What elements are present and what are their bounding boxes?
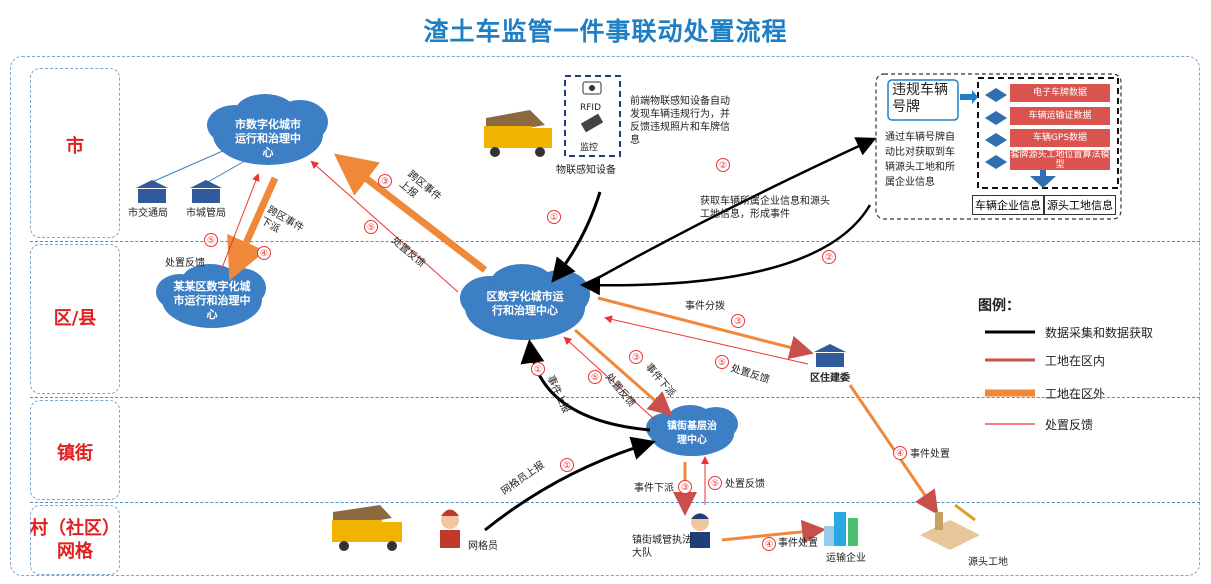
- legend-item: 工地在区内: [1045, 354, 1106, 368]
- acquire-description: 获取车辆所属企业信息和源头工地信息，形成事件: [700, 196, 830, 220]
- feedback-label: 处置反馈: [725, 479, 765, 490]
- level-box-city: [30, 68, 120, 238]
- urban-bureau-label: 市城管局: [186, 208, 226, 219]
- camera-icon: [580, 113, 604, 133]
- transport-company-label: 运输企业: [826, 553, 866, 564]
- dump-truck-icon: [484, 110, 552, 157]
- construction-site-icon: [920, 503, 980, 550]
- rfid-icon: [582, 81, 602, 95]
- info-cell: 车辆企业信息: [972, 195, 1044, 215]
- city-center-cloud: [207, 94, 328, 165]
- data-item: 车辆运输证数据: [1010, 107, 1110, 125]
- step-marker: ②: [716, 158, 730, 172]
- step-marker: ⑤: [364, 220, 378, 234]
- iot-device-frame: [564, 75, 621, 157]
- level-label-district: 区/县: [53, 308, 97, 329]
- step-marker: ⑤: [588, 370, 602, 384]
- grid-worker-label: 网格员: [468, 541, 498, 552]
- step-marker: ②: [822, 250, 836, 264]
- plate-description: 通过车辆号牌自动比对获取到车辆源头工地和所属企业信息: [885, 132, 955, 188]
- data-icon: [985, 88, 1007, 169]
- dump-truck-icon: [332, 505, 402, 551]
- rfid-label: RFID: [580, 103, 602, 113]
- step-marker: ⑤: [204, 233, 218, 247]
- bureau-building-icon: [136, 180, 168, 203]
- level-box-town: [30, 400, 120, 500]
- step-marker: ③: [378, 174, 392, 188]
- step-marker: ⑤: [708, 476, 722, 490]
- level-divider: [30, 397, 1200, 398]
- district-center-label: 区数字化城市运行和治理中心: [486, 290, 564, 317]
- some-district-center-cloud: [156, 264, 266, 328]
- step-marker: ③: [629, 350, 643, 364]
- legend-item: 工地在区外: [1045, 387, 1106, 401]
- level-divider: [30, 502, 1200, 503]
- traffic-bureau-label: 市交通局: [128, 208, 168, 219]
- level-box-district: [30, 244, 120, 394]
- event-handle-label: 事件处置: [910, 449, 950, 460]
- level-label-village-2: 网格: [57, 541, 93, 562]
- step-marker: ③: [678, 480, 692, 494]
- bureau-building-icon: [814, 344, 846, 367]
- data-item: 套牌源头工地位置算法模型: [1010, 150, 1110, 170]
- data-item: 电子车牌数据: [1010, 84, 1110, 102]
- event-dispatch-label: 事件分拨: [685, 301, 725, 312]
- iot-description: 前端物联感知设备自动发现车辆违规行为，并反馈违规照片和车牌信息: [630, 96, 730, 146]
- violation-plate-label: 违规车辆号牌: [892, 82, 948, 115]
- level-label-town: 镇街: [57, 443, 93, 464]
- city-center-label: 市数字化城市运行和治理中心: [235, 118, 301, 159]
- data-items-frame: [977, 77, 1119, 189]
- plate-info-frame: [875, 73, 1122, 220]
- source-site-label: 源头工地: [968, 557, 1008, 568]
- legend-title: 图例：: [978, 298, 1020, 314]
- info-cell: 源头工地信息: [1044, 195, 1116, 215]
- monitor-label: 监控: [580, 143, 599, 153]
- transport-company-icon: [824, 512, 858, 546]
- diagram-title: 渣土车监管一件事联动处置流程: [423, 17, 788, 46]
- level-divider: [30, 241, 1200, 242]
- legend-item: 处置反馈: [1045, 418, 1094, 432]
- event-down-label: 事件下派: [634, 483, 674, 494]
- town-center-label: 镇街基层治理中心: [667, 421, 717, 446]
- diagram-frame: [10, 56, 1200, 576]
- level-box-village: [30, 505, 120, 575]
- some-district-center-label: 某某区数字化城市运行和治理中心: [173, 280, 251, 321]
- event-handle-label: 事件处置: [778, 538, 818, 549]
- level-label-village-1: 村（社区）: [30, 518, 120, 539]
- step-marker: ①: [547, 210, 561, 224]
- law-enforcement-label: 镇街城管执法大队: [632, 535, 692, 559]
- data-item: 车辆GPS数据: [1010, 129, 1110, 147]
- step-marker: ④: [893, 446, 907, 460]
- law-enforcement-icon: [690, 513, 710, 548]
- level-label-city: 市: [66, 136, 84, 157]
- town-center-cloud: [646, 405, 738, 456]
- step-marker: ①: [531, 362, 545, 376]
- feedback-label: 处置反馈: [165, 258, 205, 269]
- step-marker: ④: [257, 246, 271, 260]
- legend-item: 数据采集和数据获取: [1045, 326, 1154, 340]
- district-housing-label: 区住建委: [810, 373, 850, 384]
- step-marker: ④: [762, 537, 776, 551]
- iot-device-label: 物联感知设备: [556, 165, 616, 176]
- grid-worker-icon: [440, 509, 460, 548]
- bureau-building-icon: [190, 180, 222, 203]
- step-marker: ⑤: [715, 355, 729, 369]
- step-marker: ①: [560, 458, 574, 472]
- step-marker: ③: [731, 314, 745, 328]
